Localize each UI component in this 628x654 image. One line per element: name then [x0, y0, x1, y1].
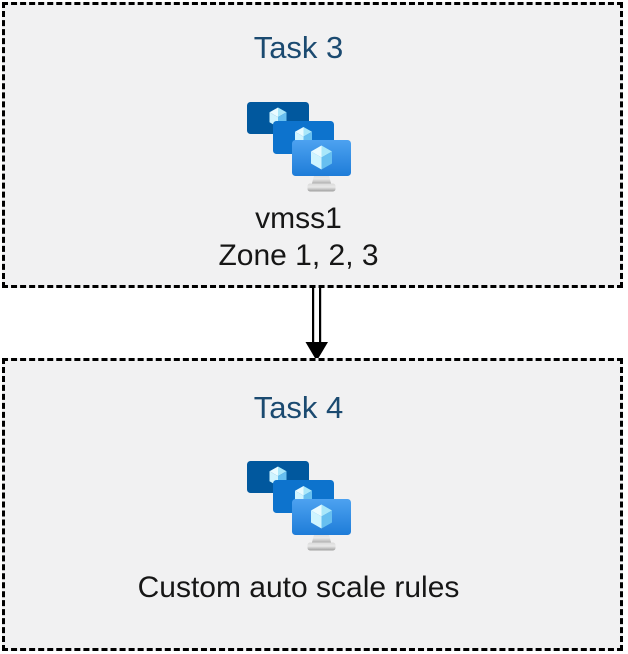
task4-content: Task 4 Custom auto scale rules [0, 361, 606, 648]
vm-scale-sets-icon [247, 102, 351, 192]
task3-content: Task 3 vmss1 Zone 1, 2, 3 [0, 5, 606, 285]
task4-title: Task 4 [253, 390, 344, 425]
down-arrow-connector [305, 286, 328, 361]
vm-scale-sets-icon [247, 461, 351, 551]
task3-title: Task 3 [253, 30, 344, 65]
task3-box: Task 3 vmss1 Zone 1, 2, 3 [2, 2, 623, 288]
task3-vmss-name-label: vmss1 [255, 202, 342, 235]
task4-autoscale-label: Custom auto scale rules [137, 571, 460, 604]
task4-box: Task 4 Custom auto scale rules [2, 358, 623, 651]
task3-zones-label: Zone 1, 2, 3 [218, 239, 379, 272]
